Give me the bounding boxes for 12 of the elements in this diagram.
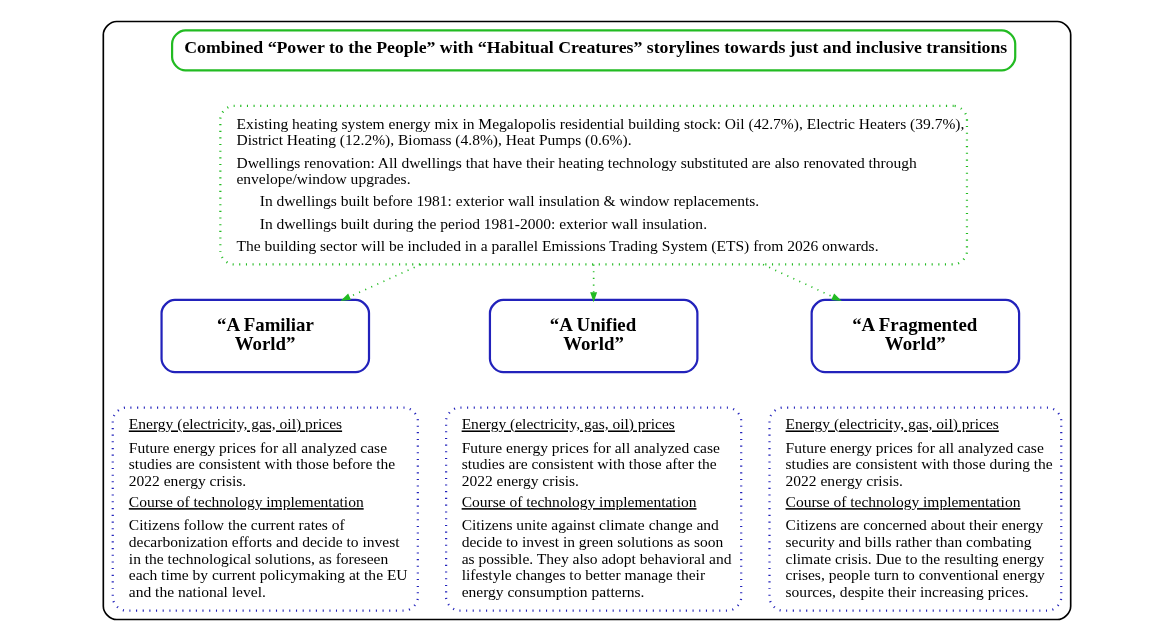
arrow [340, 263, 422, 301]
node-box: Energy (electricity, gas, oil) prices Future energy prices for all analyzed case studies are consistent with those before the 2022 energy crisis. Course of technology implementation Citizens follow the current rates of decarbonization efforts and decide to invest in the technological solutions, as foreseen each time by current policymaking at the EU and the national level. [111, 406, 419, 612]
arrow [761, 263, 842, 301]
node-box: Energy (electricity, gas, oil) prices Future energy prices for all analyzed case studies are consistent with those during the 2022 energy crisis. Course of technology implementation Citizens are concerned about their energy security and bills rather than combating climate crisis. Due to the resulting energy crises, people turn to conventional energy sources, despite their increasing prices. [767, 406, 1062, 612]
node-box: Combined “Power to the People” with “Habitual Creatures” storylines towards just and inclusive transitions [170, 29, 1016, 72]
node-box: “A Familiar World” [159, 298, 370, 374]
node-box: “A Unified World” [488, 298, 698, 374]
node-box: Existing heating system energy mix in Megalopolis residential building stock: Oil (42.7%), Electric Heaters (39.7%), District Heating (12.2%), Biomass (4.8%), Heat Pumps (0.6%). Dwellings renovation: All dwellings that have their heating technology substituted are also renovated through envelope/window upgrades. In dwellings built before 1981: exterior wall insulation & window replacements. In dwellings built during the period 1981-2000: exterior wall insulation. The building sector will be included in a parallel Emissions Trading System (ETS) from 2026 onwards. [218, 104, 968, 266]
node-box: Energy (electricity, gas, oil) prices Future energy prices for all analyzed case studies are consistent with those after the 2022 energy crisis. Course of technology implementation Citizens unite against climate change and decide to invest in green solutions as soon as possible. They also adopt behavioral and lifestyle changes to better manage their energy consumption patterns. [444, 406, 742, 612]
node-box: “A Fragmented World” [810, 298, 1020, 374]
cluster [102, 20, 1071, 621]
arrow [589, 263, 597, 303]
